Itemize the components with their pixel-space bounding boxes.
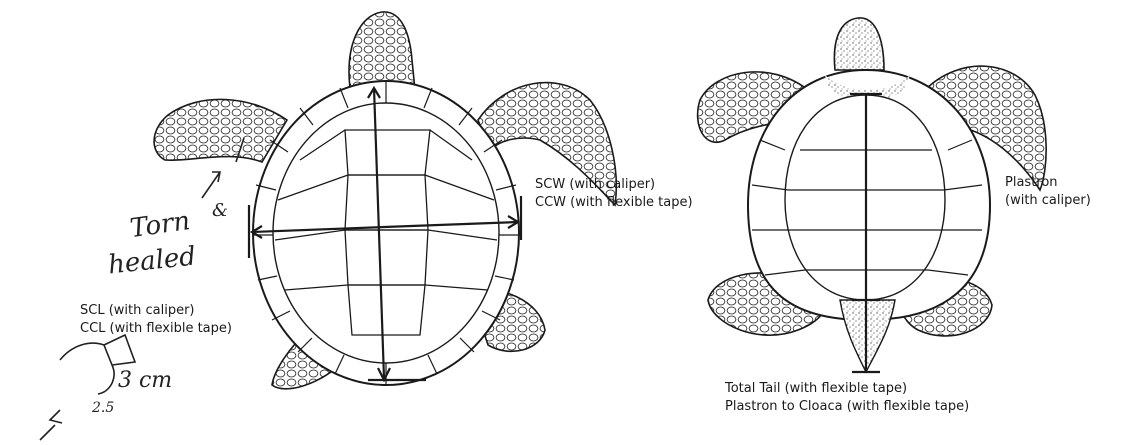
plastron-to-cloaca-label: Plastron to Cloaca (with flexible tape) — [725, 398, 969, 415]
ccw-label: CCW (with flexible tape) — [535, 194, 693, 211]
scw-label: SCW (with caliper) — [535, 176, 655, 193]
scl-label: SCL (with caliper) — [80, 302, 195, 319]
handwritten-marks — [40, 138, 244, 440]
plastron-method-label: (with caliper) — [1005, 192, 1091, 209]
ventral-head — [834, 18, 884, 70]
ccl-label: CCL (with flexible tape) — [80, 320, 232, 337]
ventral-turtle — [698, 18, 1047, 372]
handwritten-measure-value: 3 cm — [118, 368, 172, 393]
total-tail-label: Total Tail (with flexible tape) — [725, 380, 907, 397]
front-left-flipper — [154, 99, 287, 162]
carapace — [253, 81, 519, 385]
handwritten-measure-sub: 2.5 — [92, 400, 114, 416]
plastron-label: Plastron — [1005, 174, 1058, 191]
dorsal-head — [349, 12, 415, 90]
tail-region — [840, 300, 895, 372]
hand-arrow — [40, 410, 62, 440]
handwritten-ampersand: & — [212, 200, 228, 221]
arrow-to-flipper — [202, 172, 220, 198]
